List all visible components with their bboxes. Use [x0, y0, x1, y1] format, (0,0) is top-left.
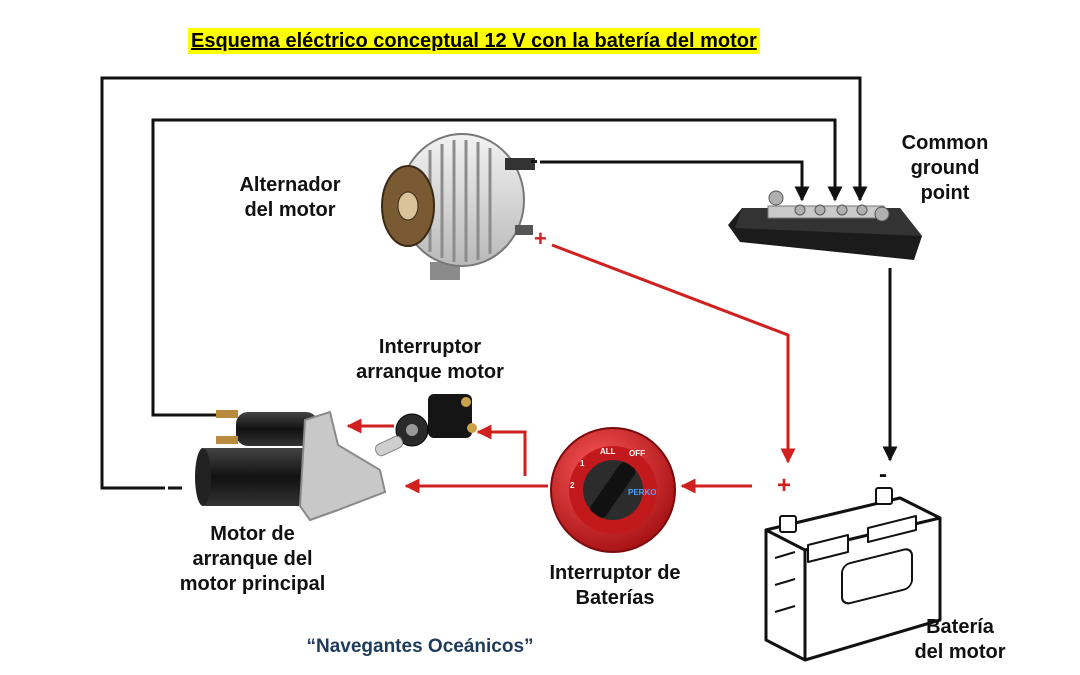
engine-battery [764, 487, 942, 662]
switch-to-ignition-wire [476, 424, 527, 476]
alternator [381, 133, 535, 280]
battery-switch-label: Interruptor de Baterías [549, 562, 681, 609]
diagram-title: Esquema eléctrico conceptual 12 V con la… [188, 28, 760, 54]
credit-text: “Navegantes Oceánicos” [306, 636, 534, 657]
battery-label: Batería del motor [914, 616, 1006, 663]
battery-positive-terminal: + [777, 472, 791, 499]
ground-point-label: Common ground point [901, 132, 989, 204]
positive-wires [346, 243, 796, 494]
ignition-switch-label: Interruptor arranque motor [356, 336, 504, 383]
alternator-positive-terminal: + [534, 226, 547, 251]
negative-wires [100, 76, 898, 490]
alternator-negative-terminal: - [530, 147, 538, 174]
switch-position-2: 2 [570, 481, 575, 490]
ignition-switch [374, 394, 477, 457]
alternator-ground-wire [540, 160, 810, 202]
alternator-positive-wire [551, 243, 796, 464]
switch-position-all: ALL [600, 447, 616, 456]
alternator-label: Alternador del motor [239, 174, 341, 221]
starter-label: Motor de arranque del motor principal [179, 523, 326, 595]
switch-brand: PERKO [628, 488, 656, 497]
ground-bus-bar [728, 190, 922, 260]
starter-ground-wire [100, 76, 868, 490]
ignition-ground-wire [151, 118, 843, 417]
switch-position-1: 1 [580, 459, 585, 468]
switch-position-off: OFF [629, 449, 645, 458]
battery-negative-terminal: - [879, 461, 887, 488]
battery-switch: 1 ALL OFF 2 PERKO [550, 427, 676, 553]
starter-motor [195, 410, 387, 522]
